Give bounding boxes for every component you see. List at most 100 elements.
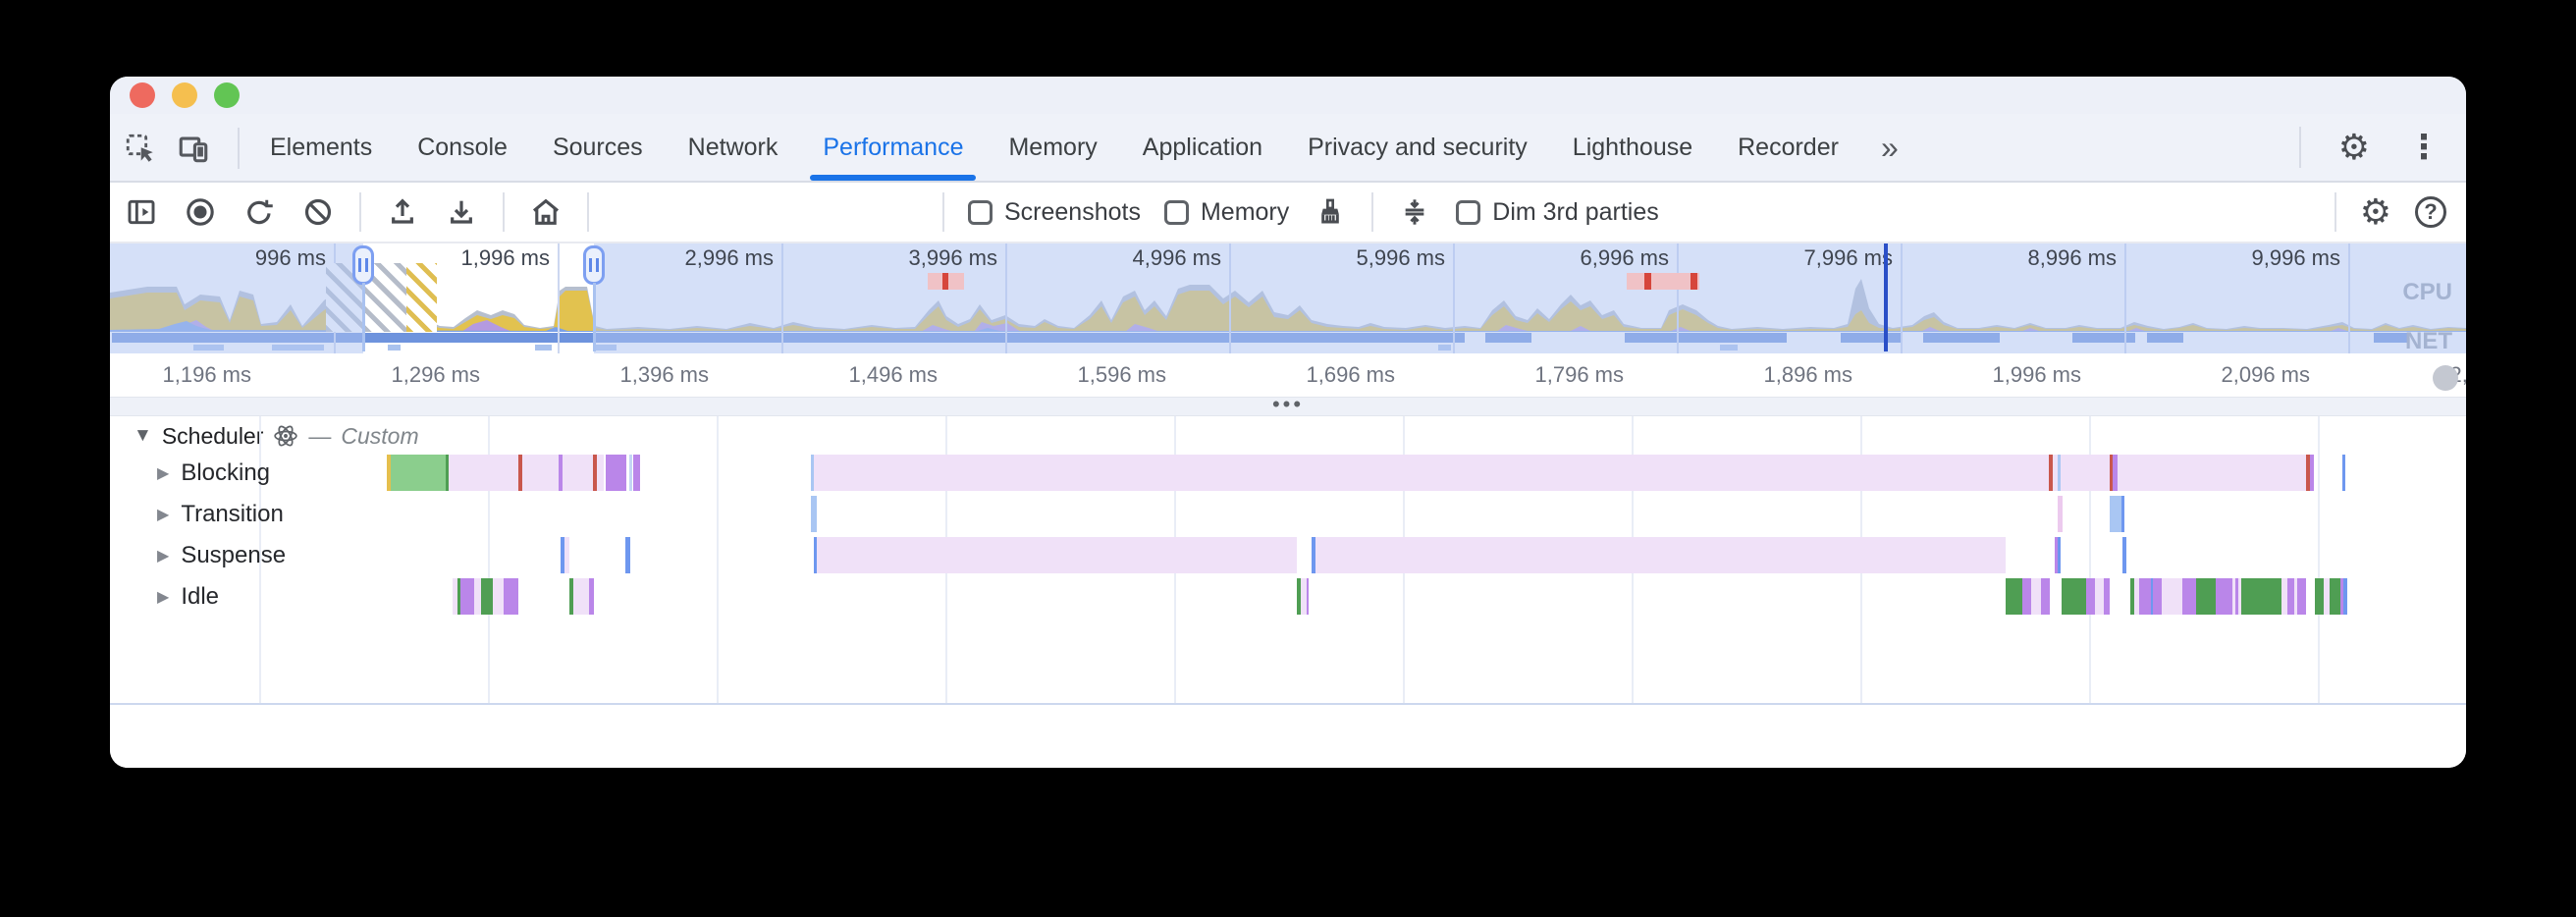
track-event-segment[interactable]: [633, 455, 640, 491]
expand-triangle-icon[interactable]: ▶: [157, 506, 170, 523]
track-event-segment[interactable]: [1312, 537, 1315, 573]
expand-triangle-icon[interactable]: ▶: [157, 464, 170, 482]
track-event-segment[interactable]: [564, 537, 569, 573]
track-event-segment[interactable]: [2006, 578, 2022, 615]
collect-garbage-icon[interactable]: [1313, 194, 1348, 230]
track-event-segment[interactable]: [2232, 578, 2235, 615]
track-event-segment[interactable]: [2110, 455, 2113, 491]
track-event-segment[interactable]: [593, 455, 597, 491]
tab-console[interactable]: Console: [417, 133, 508, 161]
device-toolbar-icon[interactable]: [175, 130, 212, 167]
track-event-segment[interactable]: [811, 455, 814, 491]
track-event-segment[interactable]: [2058, 537, 2061, 573]
track-event-segment[interactable]: [387, 455, 391, 491]
track-group-scheduler[interactable]: ▼ Scheduler — Custom: [134, 420, 419, 452]
track-event-segment[interactable]: [2241, 578, 2281, 615]
track-event-segment[interactable]: [453, 578, 457, 615]
track-event-segment[interactable]: [1307, 578, 1309, 615]
track-event-segment[interactable]: [589, 578, 594, 615]
track-event-segment[interactable]: [2151, 578, 2153, 615]
track-area[interactable]: ▼ Scheduler — Custom ▶Blocking▶Transitio…: [110, 416, 2466, 703]
dim-3rd-parties-checkbox[interactable]: Dim 3rd parties: [1456, 198, 1659, 227]
track-event-segment[interactable]: [2121, 496, 2124, 532]
track-row-header[interactable]: ▶Blocking: [157, 455, 270, 491]
tab-performance[interactable]: Performance: [800, 114, 986, 181]
track-event-segment[interactable]: [2031, 578, 2041, 615]
track-event-segment[interactable]: [2058, 455, 2061, 491]
record-icon[interactable]: [183, 194, 218, 230]
track-event-segment[interactable]: [625, 537, 630, 573]
track-event-segment[interactable]: [2122, 537, 2126, 573]
track-event-segment[interactable]: [1301, 578, 1307, 615]
tab-memory[interactable]: Memory: [1008, 133, 1098, 161]
settings-gear-icon[interactable]: ⚙: [2337, 127, 2370, 167]
track-event-segment[interactable]: [1315, 537, 2006, 573]
track-event-segment[interactable]: [814, 537, 817, 573]
track-event-segment[interactable]: [2196, 578, 2216, 615]
track-event-segment[interactable]: [569, 578, 573, 615]
checkbox-box[interactable]: [1163, 199, 1189, 225]
screenshots-checkbox[interactable]: Screenshots: [968, 198, 1141, 227]
minimize-button[interactable]: [172, 82, 197, 108]
tab-lighthouse[interactable]: Lighthouse: [1572, 133, 1693, 161]
track-event-segment[interactable]: [2162, 578, 2182, 615]
track-event-segment[interactable]: [2134, 578, 2139, 615]
tab-network[interactable]: Network: [687, 133, 778, 161]
download-profile-icon[interactable]: [444, 194, 479, 230]
track-event-segment[interactable]: [2343, 578, 2347, 615]
zoom-button[interactable]: [214, 82, 240, 108]
tab-sources[interactable]: Sources: [552, 133, 643, 161]
track-event-segment[interactable]: [474, 578, 481, 615]
track-event-segment[interactable]: [606, 455, 626, 491]
selection-handle-left[interactable]: [352, 245, 374, 285]
help-icon[interactable]: ?: [2415, 196, 2446, 228]
track-event-segment[interactable]: [2287, 578, 2294, 615]
track-event-segment[interactable]: [2315, 578, 2324, 615]
track-event-segment[interactable]: [573, 578, 589, 615]
toggle-sidebar-icon[interactable]: [124, 194, 159, 230]
home-icon[interactable]: [528, 194, 564, 230]
track-event-segment[interactable]: [446, 455, 449, 491]
track-event-segment[interactable]: [2041, 578, 2050, 615]
track-event-segment[interactable]: [460, 578, 474, 615]
track-event-segment[interactable]: [2058, 496, 2063, 532]
track-event-segment[interactable]: [493, 578, 504, 615]
track-event-segment[interactable]: [811, 496, 817, 532]
track-event-segment[interactable]: [2238, 578, 2241, 615]
track-event-segment[interactable]: [481, 578, 493, 615]
capture-settings-gear-icon[interactable]: ⚙: [2359, 191, 2391, 232]
close-button[interactable]: [130, 82, 155, 108]
track-event-segment[interactable]: [2297, 578, 2306, 615]
reload-record-icon[interactable]: [242, 194, 277, 230]
track-event-segment[interactable]: [817, 537, 1297, 573]
track-event-segment[interactable]: [2324, 578, 2330, 615]
track-event-segment[interactable]: [2306, 455, 2310, 491]
track-event-segment[interactable]: [457, 578, 460, 615]
tab-elements[interactable]: Elements: [270, 133, 373, 161]
track-event-segment[interactable]: [2049, 455, 2053, 491]
track-event-segment[interactable]: [2310, 455, 2314, 491]
track-row-header[interactable]: ▶Suspense: [157, 537, 286, 573]
tab-recorder[interactable]: Recorder: [1738, 133, 1839, 161]
expand-triangle-icon[interactable]: ▶: [157, 547, 170, 565]
selection-handle-right[interactable]: [583, 245, 605, 285]
inspect-element-icon[interactable]: [122, 130, 159, 167]
track-event-segment[interactable]: [2235, 578, 2238, 615]
track-event-segment[interactable]: [518, 455, 522, 491]
track-event-segment[interactable]: [2330, 578, 2340, 615]
clear-icon[interactable]: [300, 194, 336, 230]
more-tabs-chevron-icon[interactable]: »: [1880, 129, 1899, 165]
track-event-segment[interactable]: [2062, 578, 2086, 615]
timeline-overview[interactable]: CPU NET 996 ms1,996 ms2,996 ms3,996 ms4,…: [110, 243, 2466, 355]
track-event-segment[interactable]: [1297, 578, 1301, 615]
playhead-line[interactable]: [1884, 243, 1888, 351]
memory-checkbox[interactable]: Memory: [1163, 198, 1289, 227]
track-event-segment[interactable]: [504, 578, 518, 615]
track-event-segment[interactable]: [561, 537, 564, 573]
tab-application[interactable]: Application: [1142, 133, 1263, 161]
track-row-header[interactable]: ▶Idle: [157, 578, 219, 615]
expand-triangle-icon[interactable]: ▶: [157, 588, 170, 606]
track-event-segment[interactable]: [2182, 578, 2196, 615]
track-event-segment[interactable]: [814, 455, 2314, 491]
track-event-segment[interactable]: [2281, 578, 2287, 615]
